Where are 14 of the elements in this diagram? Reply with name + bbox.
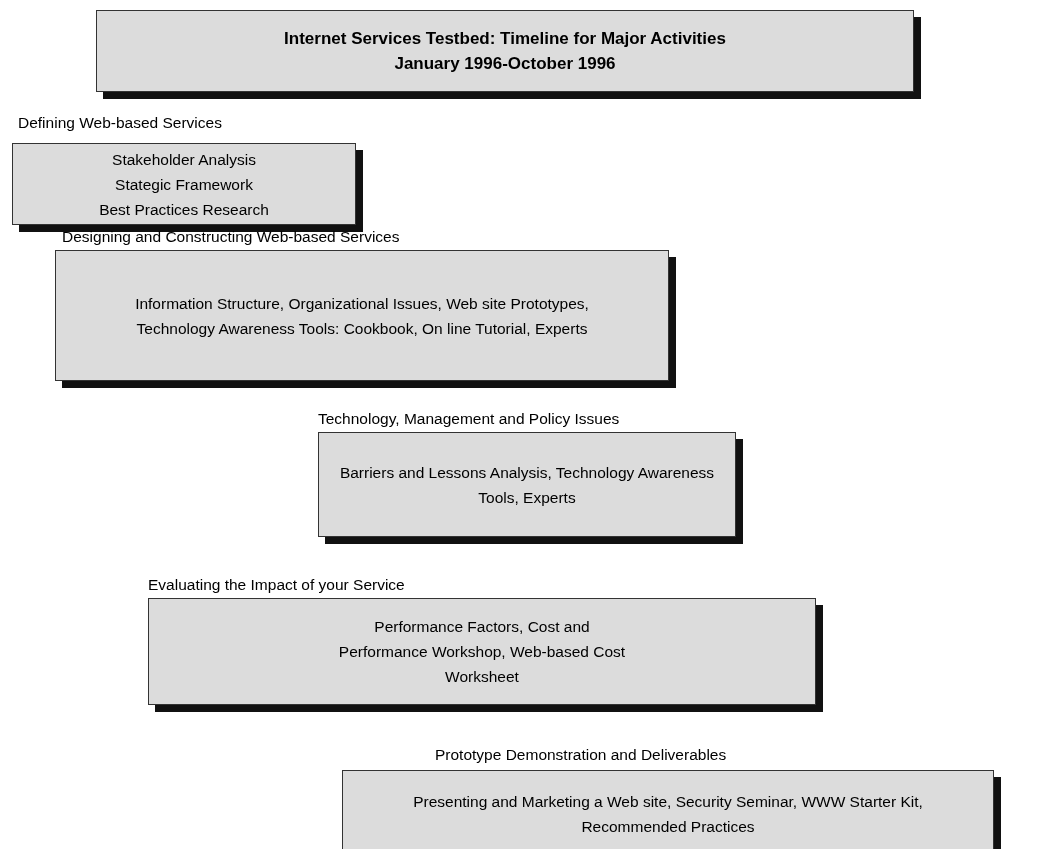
activity-text: Information Structure, Organizational Issues, Web site Prototypes, Technology Awareness Tools: Cookbook, On line Tutorial, Experts: [134, 293, 590, 339]
phase-heading: Evaluating the Impact of your Service: [148, 576, 405, 594]
phase-heading: Defining Web-based Services: [18, 114, 222, 132]
activity-text: Best Practices Research: [99, 199, 269, 220]
activity-text: Performance Factors, Cost and Performance Workshop, Web-based Cost Worksheet: [337, 617, 627, 687]
activity-text: Presenting and Marketing a Web site, Security Seminar, WWW Starter Kit, Recommended Practices: [412, 792, 924, 837]
phase-heading: Prototype Demonstration and Deliverables: [435, 746, 727, 764]
title-text: Internet Services Testbed: Timeline for Major Activities: [284, 28, 726, 50]
phase-heading: Designing and Constructing Web-based Services: [62, 228, 400, 246]
activity-text: Barriers and Lessons Analysis, Technology Awareness Tools, Experts: [338, 462, 716, 508]
title-text: January 1996-October 1996: [394, 53, 616, 75]
activity-text: Stategic Framework: [115, 174, 253, 195]
activity-text: Stakeholder Analysis: [112, 149, 256, 170]
phase-heading: Technology, Management and Policy Issues: [318, 410, 620, 428]
